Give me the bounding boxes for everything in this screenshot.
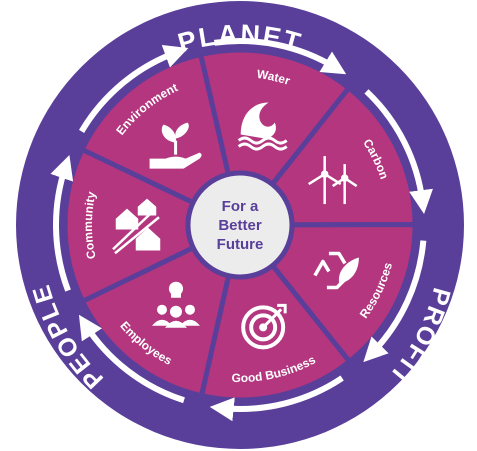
houses-icon [112,198,161,255]
cycle-arrow [50,155,74,292]
cycle-arrow [78,314,185,404]
segment-label: Community [81,190,99,260]
cycle-arrow [209,375,344,422]
cycle-arrows [50,38,433,422]
recycle-icon [313,251,359,290]
cycle-arrow [213,38,347,75]
center-circle [185,170,295,280]
center-line-2: Better [218,217,262,234]
team-idea-icon [151,281,200,328]
center-line-1: For a [222,198,259,215]
cycle-arrow [364,89,433,215]
cycle-arrow [363,240,427,363]
cycle-arrow [78,44,189,133]
center-line-3: Future [217,236,264,253]
wave-icon [237,102,288,151]
wind-turbine-icon [308,156,358,205]
plant-hand-icon [149,122,202,169]
target-icon [241,303,287,350]
